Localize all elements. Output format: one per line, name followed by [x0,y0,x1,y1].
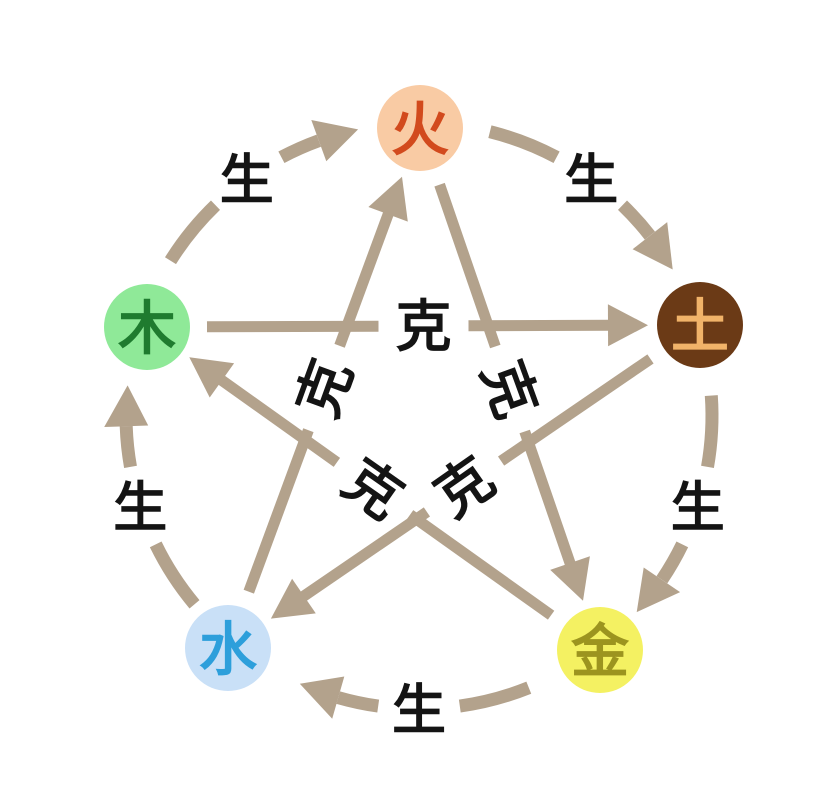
overcoming-label-metal-wood: 克 [331,447,414,532]
generating-arc-water-wood [149,541,200,609]
generating-arc-metal-water [458,681,532,713]
overcoming-line-earth-water [497,354,654,466]
node-metal-character: 金 [571,617,630,685]
overcoming-line-metal-wood [215,373,341,467]
node-wood-circle [104,284,190,370]
overcoming-label-earth-water: 克 [423,445,506,530]
overcoming-line-fire-metal [519,429,577,569]
overcoming-line-wood-earth [206,320,379,333]
generating-arc-earth-metal [656,541,689,584]
generating-arrowhead-fire-earth [632,222,673,270]
overcoming-line-metal-wood [406,510,555,620]
overcoming-line-earth-water [297,507,431,603]
overcoming-arrowhead-wood-earth [607,304,648,347]
generating-arc-wood-fire [278,134,322,164]
overcoming-arrowhead-metal-wood [189,357,235,398]
generating-arc-earth-metal [701,395,719,469]
generating-arc-wood-fire [164,200,221,265]
overcoming-arrowhead-water-fire [368,176,408,222]
node-water-character: 水 [199,615,258,683]
generating-label-fire-earth: 生 [564,148,618,211]
generating-label-water-wood: 生 [113,476,167,539]
generating-arc-fire-earth [617,200,656,240]
node-earth-circle [657,282,743,368]
node-wood-character: 木 [118,294,176,362]
generating-label-earth-metal: 生 [671,476,725,539]
overcoming-label-fire-metal: 克 [468,352,548,427]
generating-arrowhead-earth-metal [636,567,681,613]
generating-arc-water-wood [119,425,137,469]
generating-arrowhead-wood-fire [311,120,359,162]
node-water-circle [185,605,271,691]
generating-arc-metal-water [336,691,380,713]
overcoming-line-fire-metal [434,182,501,349]
overcoming-line-water-fire [334,208,395,348]
generating-arrowhead-water-wood [104,385,149,427]
overcoming-arrowhead-fire-metal [550,556,590,601]
node-fire-circle [377,85,463,171]
generating-arc-fire-earth [488,125,560,164]
overcoming-label-wood-earth: 克 [396,295,452,360]
generating-label-wood-fire: 生 [220,148,274,211]
overcoming-line-water-fire [243,428,314,594]
node-fire-character: 火 [391,95,449,163]
node-earth-character: 土 [671,292,729,360]
node-metal-circle [557,607,643,693]
overcoming-arrowhead-earth-water [270,578,316,619]
overcoming-label-water-fire: 克 [285,351,365,426]
generating-arrowhead-metal-water [299,676,345,719]
generating-label-metal-water: 生 [392,678,446,741]
